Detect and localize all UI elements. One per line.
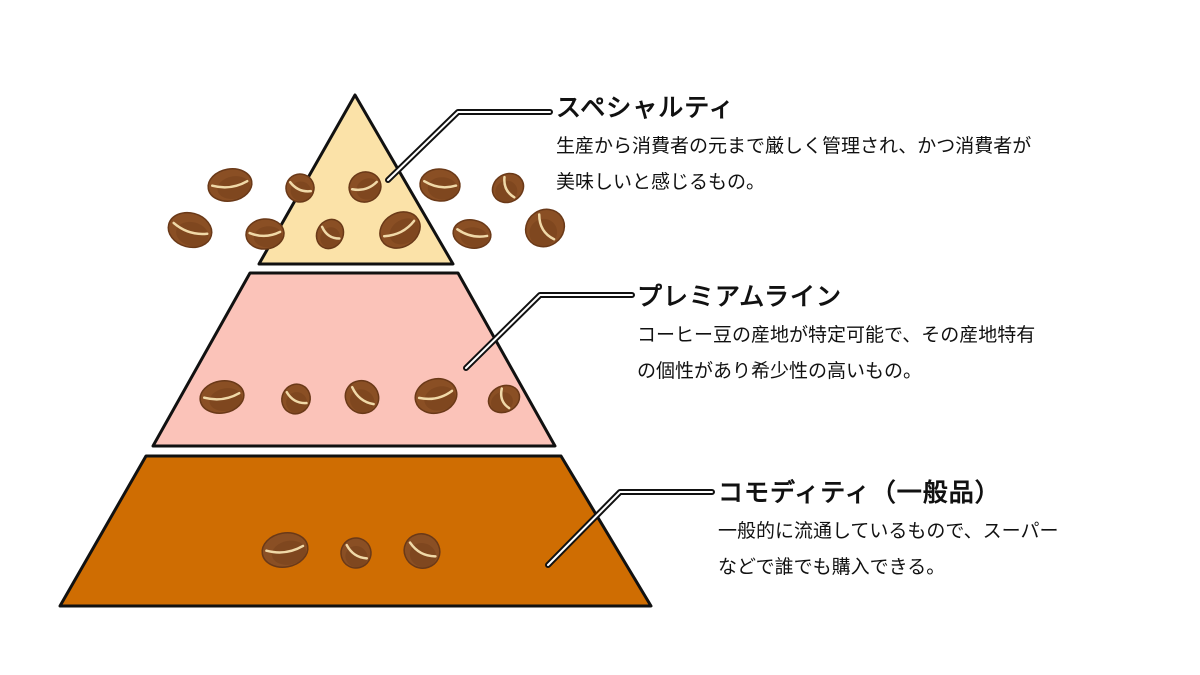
label-premium: プレミアムライン コーヒー豆の産地が特定可能で、その産地特有 の個性があり希少性… [637,281,1035,389]
tier-description-line: の個性があり希少性の高いもの。 [637,360,923,382]
coffee-beans-specialty [167,168,566,250]
tier-description-line: 一般的に流通しているもので、スーパー [718,520,1059,542]
label-commodity: コモディティ（一般品） 一般的に流通しているもので、スーパー などで誰でも購入で… [718,477,1058,585]
label-specialty: スペシャルティ 生産から消費者の元まで厳しく管理され、かつ消費者が 美味しいと感… [556,92,1031,200]
coffee-bean [348,171,382,203]
coffee-bean [281,383,311,415]
coffee-bean [524,208,566,248]
tier-title-specialty: スペシャルティ [556,93,735,122]
tier-description-line: などで誰でも購入できる。 [718,556,946,578]
coffee-bean [199,380,245,414]
leader-line-commodity [545,489,715,568]
coffee-bean [285,173,315,203]
coffee-beans-commodity [261,532,441,569]
pyramid-tier-commodity [58,454,653,608]
coffee-bean [340,537,372,569]
coffee-bean [344,379,380,415]
tier-description-line: 美味しいと感じるもの。 [556,171,766,193]
coffee-bean [315,218,345,250]
leader-line-premium [463,292,635,371]
coffee-bean [403,533,441,569]
tier-title-commodity: コモディティ（一般品） [718,478,1001,507]
coffee-bean [379,211,421,249]
coffee-bean [207,168,253,202]
tier-description-commodity: 一般的に流通しているもので、スーパー などで誰でも購入できる。 [718,513,1058,585]
tier-description-premium: コーヒー豆の産地が特定可能で、その産地特有 の個性があり希少性の高いもの。 [637,317,1035,389]
tier-description-line: 生産から消費者の元まで厳しく管理され、かつ消費者が [556,135,1032,157]
coffee-bean [414,377,458,415]
tier-title-premium: プレミアムライン [637,282,843,311]
coffee-bean [245,218,285,250]
coffee-bean [167,211,213,249]
coffee-bean [419,168,461,202]
coffee-bean [491,172,525,204]
leader-line-specialty [385,109,553,183]
pyramid-tier-premium [151,271,557,448]
coffee-beans-premium [199,377,521,415]
coffee-bean [487,384,521,414]
coffee-bean [452,219,492,249]
tier-description-specialty: 生産から消費者の元まで厳しく管理され、かつ消費者が 美味しいと感じるもの。 [556,128,1031,200]
tier-description-line: コーヒー豆の産地が特定可能で、その産地特有 [637,324,1036,346]
coffee-bean [261,532,309,568]
